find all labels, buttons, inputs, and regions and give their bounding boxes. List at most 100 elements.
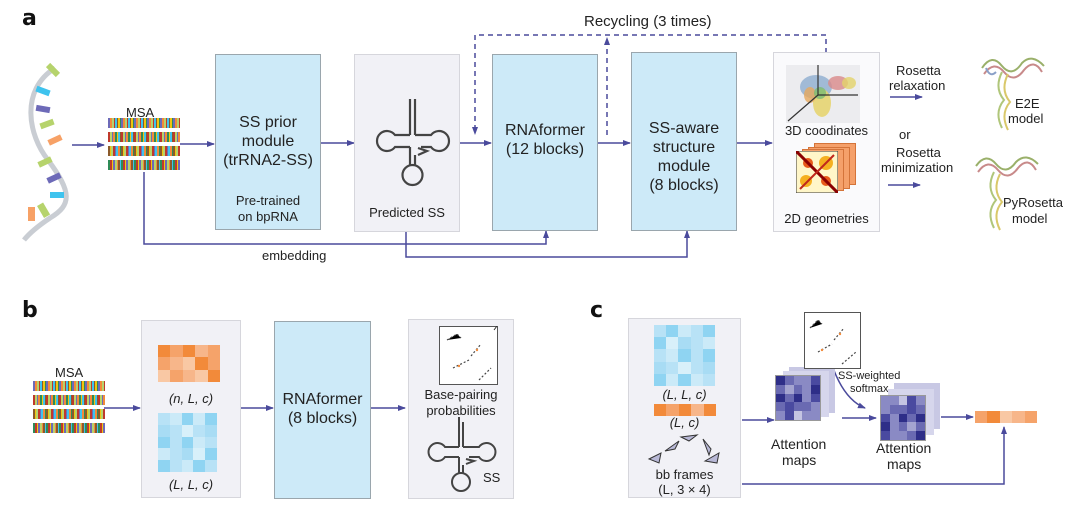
bb-frames-label-2: (L, 3 × 4) xyxy=(658,482,711,497)
heatmap-cell xyxy=(811,393,820,403)
ss-prior-title-2: module xyxy=(241,133,295,150)
heatmap-cell xyxy=(916,396,925,405)
heatmap-cell xyxy=(784,376,794,385)
rosetta-min-label-2: minimization xyxy=(881,160,954,175)
heatmap-cell xyxy=(690,361,703,374)
output-feature-bar-c xyxy=(975,411,1037,423)
pyrosetta-model-structure-icon xyxy=(975,156,1039,231)
msa-label-a: MSA xyxy=(126,105,155,120)
msa-row xyxy=(33,423,105,433)
pair-feature-shape: (L, L, c) xyxy=(168,477,214,492)
single-feature-bar-c xyxy=(654,404,716,416)
2d-geometries-stack xyxy=(796,143,858,193)
heatmap-cell xyxy=(181,424,194,437)
msa-row xyxy=(33,381,105,391)
panel-c-label: c xyxy=(590,298,604,323)
heatmap-cell xyxy=(193,436,206,449)
heatmap-cell xyxy=(181,413,194,425)
heatmap-cell xyxy=(889,404,899,414)
heatmap-cell xyxy=(702,361,715,374)
secondary-structure-icon xyxy=(375,99,451,187)
heatmap-cell xyxy=(907,422,917,432)
heatmap-cell xyxy=(170,357,183,370)
heatmap-cell xyxy=(182,345,196,358)
heatmap-cell xyxy=(881,396,890,405)
predicted-ss-panel: Predicted SS xyxy=(354,54,460,232)
base-pairing-map-icon xyxy=(439,326,498,385)
heatmap-cell xyxy=(181,436,194,449)
heatmap-cell xyxy=(169,460,182,472)
e2e-label-1: E2E xyxy=(1015,96,1040,111)
heatmap-cell xyxy=(678,349,691,362)
heatmap-cell xyxy=(802,384,812,394)
heatmap-cell xyxy=(182,357,196,370)
heatmap-cell xyxy=(158,413,170,425)
ss-weighted-label-1: SS-weighted xyxy=(838,370,901,382)
heatmap-cell xyxy=(811,384,820,394)
base-pairing-label-2: probabilities xyxy=(426,403,496,418)
msa-block-b xyxy=(33,381,105,435)
heatmap-cell xyxy=(881,404,890,414)
heatmap-cell xyxy=(169,436,182,449)
or-label: or xyxy=(899,127,911,142)
heatmap-cell xyxy=(793,411,803,420)
heatmap-cell xyxy=(158,436,170,449)
msa-row xyxy=(33,409,105,419)
structure-module-line-2: structure xyxy=(652,139,716,156)
heatmap-cell xyxy=(654,337,667,350)
attention-map-heatmap xyxy=(775,375,821,421)
heatmap-cell xyxy=(666,337,679,350)
heatmap-cell xyxy=(181,448,194,461)
heatmap-cell xyxy=(802,376,812,385)
heatmap-cell xyxy=(889,422,899,432)
heatmap-cell xyxy=(654,349,667,362)
heatmap-cell xyxy=(678,337,691,350)
heatmap-cell xyxy=(158,357,171,370)
heatmap-cell xyxy=(654,373,667,386)
heatmap-cell xyxy=(784,411,794,420)
heatmap-cell xyxy=(169,424,182,437)
heatmap-cell xyxy=(170,369,183,382)
heatmap-cell xyxy=(793,376,803,385)
rosetta-min-label-1: Rosetta xyxy=(896,145,941,160)
secondary-structure-icon xyxy=(427,417,497,492)
pair-shape-label-c: (L, L, c) xyxy=(662,387,707,402)
heatmap-cell xyxy=(205,436,217,449)
heatmap-cell xyxy=(1024,411,1037,423)
heatmap-cell xyxy=(999,411,1013,423)
heatmap-cell xyxy=(654,325,667,338)
attention-maps-label-1b: maps xyxy=(782,452,817,468)
heatmap-cell xyxy=(158,345,171,358)
heatmap-cell xyxy=(784,384,794,394)
heatmap-cell xyxy=(690,325,703,338)
rosetta-relax-label-1: Rosetta xyxy=(896,63,941,78)
base-pairing-label-1: Base-pairing xyxy=(424,387,498,402)
msa-feature-heatmap xyxy=(158,345,220,382)
attention-maps-stack-1 xyxy=(775,367,845,445)
msa-row xyxy=(108,118,180,128)
pyrosetta-label-2: model xyxy=(1012,211,1048,226)
heatmap-cell xyxy=(907,413,917,423)
heatmap-cell xyxy=(702,325,715,338)
heatmap-cell xyxy=(776,384,785,394)
rnaformer-12-module: RNAformer (12 blocks) xyxy=(492,54,598,231)
recycling-label: Recycling (3 times) xyxy=(584,13,712,30)
msa-row xyxy=(108,132,180,142)
msa-row xyxy=(33,395,105,405)
attention-map-heatmap xyxy=(880,395,926,441)
heatmap-cell xyxy=(702,373,715,386)
rnaformer-title: RNAformer xyxy=(504,122,585,139)
ss-prior-title-3: (trRNA2-SS) xyxy=(223,152,313,169)
structure-module-line-1: SS-aware xyxy=(648,120,720,137)
ss-prior-note-2: on bpRNA xyxy=(238,209,298,224)
heatmap-cell xyxy=(802,411,812,420)
ss-prior-title-1: SS prior xyxy=(239,114,297,131)
predicted-ss-label: Predicted SS xyxy=(369,205,445,220)
heatmap-cell xyxy=(881,431,890,440)
msa-row xyxy=(108,160,180,170)
heatmap-cell xyxy=(916,422,925,432)
heatmap-cell xyxy=(691,404,704,416)
heatmap-cell xyxy=(205,460,217,472)
heatmap-cell xyxy=(811,402,820,412)
